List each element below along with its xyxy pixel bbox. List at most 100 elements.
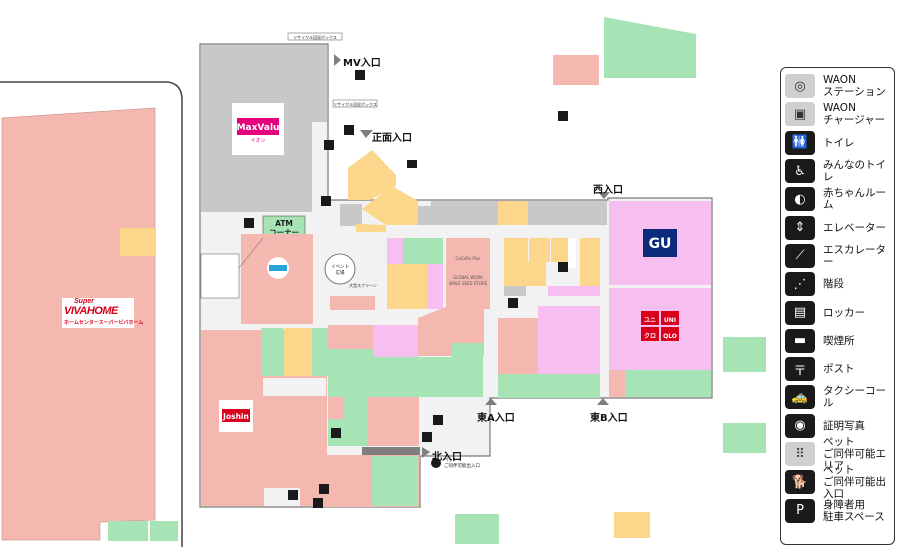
legend-label: タクシーコール	[823, 385, 886, 410]
photo-booth-icon: ◉	[785, 413, 815, 438]
annex-106[interactable]	[614, 512, 650, 538]
accessible-toilet-icon[interactable]	[433, 415, 443, 425]
taxi-icon: 🚕	[785, 385, 815, 410]
escalator-icon[interactable]	[344, 125, 354, 135]
north-entrance-arrow[interactable]	[422, 447, 430, 458]
legend-item: 🚻トイレ	[785, 129, 894, 157]
uniqlo-store[interactable]	[609, 288, 711, 370]
shop-35[interactable]	[387, 238, 403, 264]
escalator-icon[interactable]	[331, 428, 341, 438]
shop-6[interactable]	[340, 204, 362, 226]
shop-47[interactable]	[328, 325, 373, 349]
shop-112[interactable]	[120, 228, 156, 256]
shop-41[interactable]	[548, 286, 600, 296]
toilet-icon[interactable]	[558, 262, 568, 272]
shop-67[interactable]	[328, 397, 344, 419]
shop-27[interactable]	[570, 306, 600, 374]
annex-116[interactable]	[723, 337, 766, 372]
shop-31[interactable]	[504, 238, 528, 262]
elevator-icon[interactable]	[324, 140, 334, 150]
recycle-box-2[interactable]	[332, 99, 378, 108]
shop-51[interactable]	[312, 328, 328, 376]
toilet-icon[interactable]	[288, 490, 298, 500]
legend-label: みんなのトイレ	[823, 159, 886, 184]
legend-label: WAON ステーション	[823, 74, 886, 99]
west-entrance-label: 西入口	[593, 185, 623, 196]
annex-120[interactable]	[553, 55, 599, 85]
pet-entrance-icon[interactable]	[431, 458, 441, 468]
screen-label: 大型スクリーン	[349, 282, 377, 288]
shop-19[interactable]	[609, 370, 625, 397]
shop-114[interactable]	[150, 521, 178, 541]
shop-20[interactable]	[550, 374, 572, 398]
shop-64[interactable]	[372, 456, 418, 506]
shop-21[interactable]	[572, 374, 600, 398]
elevator-icon[interactable]	[319, 484, 329, 494]
recycle-box-1[interactable]	[287, 32, 343, 41]
shop-17[interactable]	[655, 370, 683, 397]
shop-115[interactable]	[108, 521, 148, 541]
smoking-area-icon: ▬	[785, 328, 815, 353]
shop-30[interactable]	[529, 238, 550, 262]
front-entrance-arrow[interactable]	[360, 130, 373, 138]
pet-entrance-icon: 🐕	[785, 470, 815, 495]
shop-28[interactable]	[580, 238, 600, 286]
shop-58[interactable]	[362, 447, 420, 455]
shop-25[interactable]	[526, 374, 550, 398]
west-entrance-arrow[interactable]	[598, 192, 610, 199]
shop-11[interactable]	[498, 201, 528, 225]
vivahome-logo: Super VIVAHOME ホームセンタースーパービバホーム	[62, 298, 143, 328]
uniqlo-logo-b: クロ	[644, 332, 656, 340]
front-entrance-label: 正面入口	[372, 133, 412, 144]
shop-53[interactable]	[284, 328, 312, 376]
recycle-label-1: リサイクル回収ボックス	[293, 34, 337, 40]
shop-13[interactable]	[695, 370, 711, 397]
baby-room-icon[interactable]	[321, 196, 331, 206]
shop-37[interactable]	[427, 264, 443, 309]
mv-entrance-arrow[interactable]	[334, 54, 341, 66]
shop-46[interactable]	[373, 357, 483, 397]
shop-44[interactable]	[452, 343, 483, 363]
maxvalu-logo: MaxValu	[237, 123, 280, 133]
annex-109[interactable]	[455, 514, 499, 544]
accessible-parking-icon: P	[785, 498, 815, 523]
accessible-toilet-icon[interactable]	[355, 70, 365, 80]
toilet-icon[interactable]	[244, 218, 254, 228]
shop-69[interactable]	[367, 397, 419, 446]
locker-icon[interactable]	[422, 432, 432, 442]
annex-108[interactable]	[604, 17, 696, 78]
cocolo-label: CoCoRo Plus	[456, 256, 481, 261]
viva-sub: ホームセンタースーパービバホーム	[64, 320, 144, 326]
legend-item: ▬喫煙所	[785, 327, 894, 355]
shop-global[interactable]	[446, 264, 490, 309]
shop-33[interactable]	[403, 238, 443, 264]
viva-super: Super	[74, 298, 94, 305]
shop-36[interactable]	[330, 296, 375, 310]
shop-68[interactable]	[343, 397, 367, 446]
shop-26[interactable]	[538, 306, 570, 374]
shop-49[interactable]	[328, 369, 373, 397]
event-plaza[interactable]	[324, 253, 356, 285]
shop-22[interactable]	[504, 262, 546, 286]
shop-45[interactable]	[373, 325, 418, 357]
shop-18[interactable]	[625, 370, 655, 397]
annex-118[interactable]	[723, 423, 766, 453]
locker-icon[interactable]	[313, 498, 323, 508]
shop-48[interactable]	[328, 349, 373, 369]
shop-24[interactable]	[498, 374, 526, 398]
shop-55[interactable]	[241, 234, 313, 324]
shop-4[interactable]	[362, 186, 418, 225]
shop-3[interactable]	[356, 224, 386, 232]
shop-16[interactable]	[683, 370, 695, 397]
shop-42[interactable]	[504, 286, 526, 296]
shop-2[interactable]	[348, 150, 396, 200]
shop-52[interactable]	[261, 328, 283, 376]
shop-23[interactable]	[498, 318, 538, 374]
smoking-area-icon[interactable]	[407, 160, 417, 168]
shop-32[interactable]	[446, 238, 490, 264]
escalator-icon[interactable]	[508, 298, 518, 308]
east-a-entrance-arrow[interactable]	[485, 398, 497, 405]
shop-34[interactable]	[387, 264, 403, 309]
east-b-entrance-arrow[interactable]	[597, 398, 609, 405]
post-icon[interactable]	[558, 111, 568, 121]
